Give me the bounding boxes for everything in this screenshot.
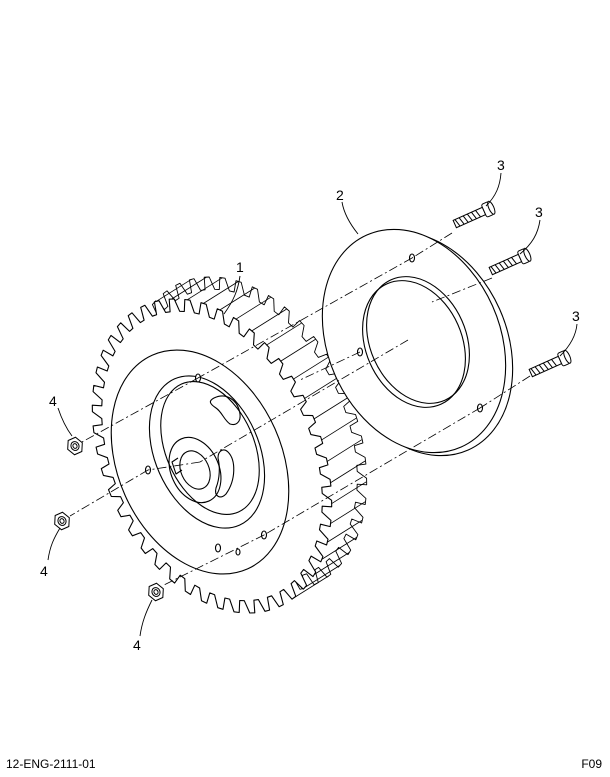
callout-nut-top: 4 xyxy=(49,393,57,409)
gear-bolt-hole xyxy=(235,548,241,556)
gear-hub-face xyxy=(110,349,290,575)
gear-bore xyxy=(179,450,211,490)
callout-bolt-top: 3 xyxy=(497,157,505,173)
callout-bolt-low: 3 xyxy=(572,308,580,324)
gear-tooth-face-line xyxy=(320,417,357,441)
callout-plate: 2 xyxy=(336,187,344,203)
bolt-mid xyxy=(488,247,532,276)
nuts xyxy=(54,436,164,602)
nut-low xyxy=(148,582,164,602)
gear-tooth-face-line xyxy=(326,520,363,543)
sheet-code: F09 xyxy=(581,757,602,771)
gear-hub xyxy=(168,436,222,504)
gear-tooth-face-line xyxy=(219,287,255,311)
nut-top xyxy=(67,436,83,456)
gear-tooth-face-line xyxy=(280,339,316,362)
plate-bolt-hole xyxy=(408,253,416,263)
gear-tooth-face-line xyxy=(251,308,287,332)
callout-gear: 1 xyxy=(236,259,244,275)
gear-front-teeth xyxy=(91,298,333,614)
gear-tooth-face-line xyxy=(304,565,341,588)
plate-bolt-hole xyxy=(476,403,484,413)
gear-tooth-face-line xyxy=(321,537,357,560)
gear-tooth-face-line xyxy=(326,439,363,463)
camshaft-gear xyxy=(91,276,368,614)
bolt-top xyxy=(452,200,496,229)
assembly-centerlines xyxy=(69,232,531,587)
gear-bolt-hole xyxy=(214,543,222,553)
gear-keyway xyxy=(171,457,183,475)
nut-mid xyxy=(54,511,70,531)
gear-recess xyxy=(148,375,266,529)
leader-lines xyxy=(47,172,578,637)
gear-tooth-face-line xyxy=(331,481,367,505)
bolts xyxy=(452,200,572,378)
gear-tooth-face-line xyxy=(235,296,271,320)
gear-tooth-face-lines xyxy=(156,276,367,599)
callout-bolt-mid: 3 xyxy=(535,204,543,220)
gear-tooth-face-line xyxy=(329,460,366,484)
gear-slot-right xyxy=(215,449,235,498)
gear-tooth-face-line xyxy=(186,277,223,301)
gear-slot-upper xyxy=(209,395,241,426)
gear-tooth-face-line xyxy=(156,278,192,302)
plate-inner-edge xyxy=(362,280,466,408)
bolt-low xyxy=(528,349,572,378)
gear-tooth-face-line xyxy=(303,376,340,400)
gear-tooth-face-line xyxy=(313,552,350,575)
gear-recess-inner xyxy=(160,381,260,515)
drawing-id: 12-ENG-2111-01 xyxy=(6,757,96,771)
gear-tooth-face-line xyxy=(293,575,330,599)
gear-tooth-face-line xyxy=(330,501,366,525)
gear-tooth-face-line xyxy=(266,322,302,346)
plate-bolt-hole xyxy=(356,347,364,357)
callout-nut-low: 4 xyxy=(133,637,141,653)
gear-tooth-face-line xyxy=(313,396,349,420)
callout-nut-mid: 4 xyxy=(40,563,48,579)
gear-tooth-face-line xyxy=(171,276,207,300)
thrust-plate xyxy=(321,228,514,457)
plate-outer xyxy=(321,228,507,454)
gear-tooth-face-line xyxy=(292,356,329,380)
gear-tooth-face-line xyxy=(203,281,239,304)
